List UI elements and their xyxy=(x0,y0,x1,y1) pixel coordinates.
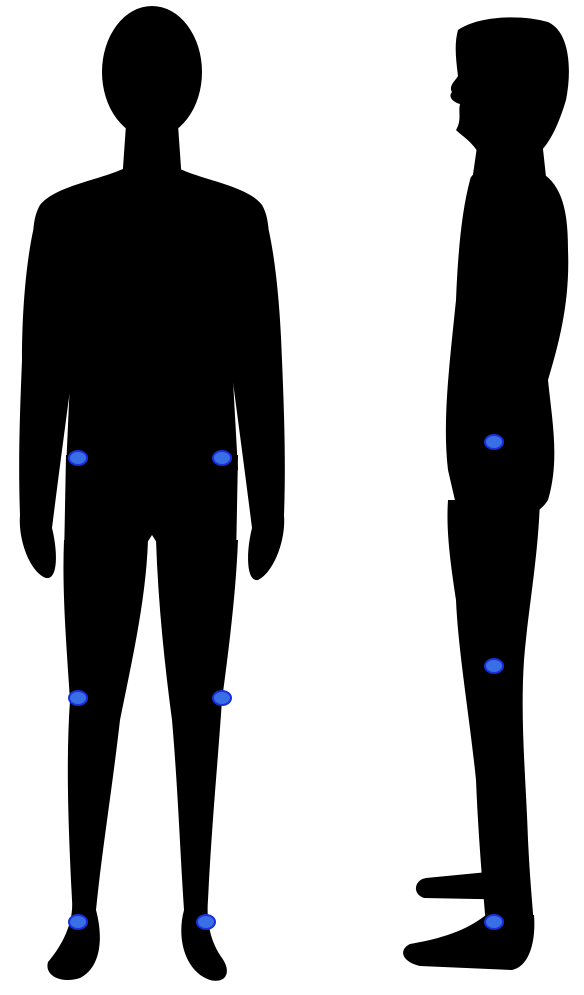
front-left-hip-keypoint[interactable] xyxy=(69,451,87,465)
front-right-hip-keypoint[interactable] xyxy=(213,451,231,465)
side-view-silhouette xyxy=(403,17,569,970)
side-ankle-keypoint[interactable] xyxy=(485,915,503,929)
side-head xyxy=(450,17,568,152)
front-left-ankle-keypoint[interactable] xyxy=(69,915,87,929)
front-right-ankle-keypoint[interactable] xyxy=(197,915,215,929)
front-head xyxy=(102,6,202,138)
side-leg xyxy=(447,500,540,925)
side-knee-keypoint[interactable] xyxy=(485,659,503,673)
front-left-leg xyxy=(47,540,148,980)
front-view-silhouette xyxy=(19,6,285,981)
side-hip-keypoint[interactable] xyxy=(485,435,503,449)
side-back-foot xyxy=(416,872,528,900)
side-torso xyxy=(446,168,568,525)
front-right-knee-keypoint[interactable] xyxy=(213,691,231,705)
front-left-knee-keypoint[interactable] xyxy=(69,691,87,705)
side-front-foot xyxy=(403,915,534,970)
front-right-leg xyxy=(156,540,238,981)
